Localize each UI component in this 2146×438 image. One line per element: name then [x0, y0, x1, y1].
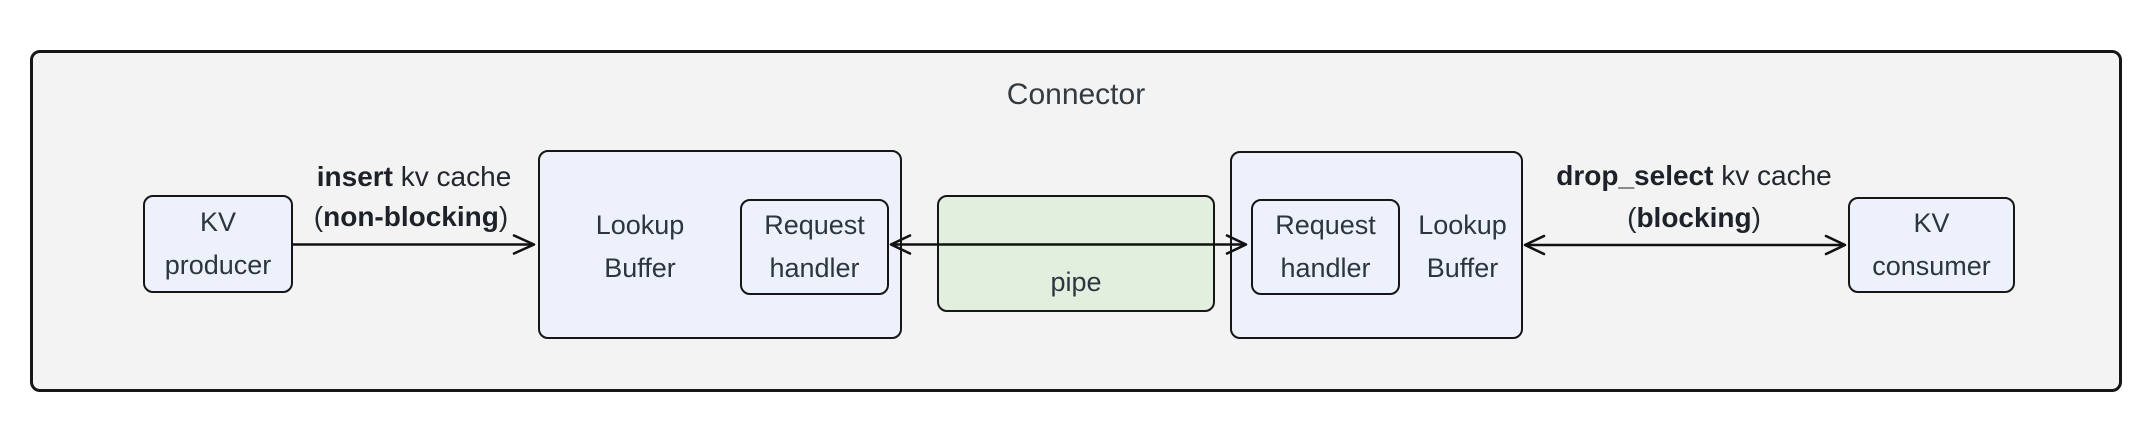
request-handler-left-line2: handler	[769, 253, 860, 283]
lookup-buffer-left-node: Lookup Buffer Request handler	[538, 150, 902, 339]
lookup-left-line1: Lookup	[595, 210, 685, 240]
insert-object: kv cache	[392, 161, 512, 192]
insert-edge-label-line1: insert kv cache	[317, 160, 512, 194]
drop-select-paren-open: (	[1627, 202, 1637, 233]
pipe-node: pipe	[937, 195, 1215, 312]
lookup-buffer-right-label: Lookup Buffer	[1400, 199, 1525, 295]
drop-select-edge-label-line1: drop_select kv cache	[1556, 159, 1831, 193]
drop-select-edge-label-line2: (blocking)	[1627, 201, 1761, 235]
insert-paren-open: (	[313, 201, 324, 232]
kv-producer-node: KV producer	[143, 195, 293, 293]
request-handler-right-node: Request handler	[1251, 199, 1400, 295]
lookup-buffer-left-label: Lookup Buffer	[540, 199, 740, 295]
connector-title: Connector	[1006, 78, 1146, 111]
kv-consumer-line1: KV	[1913, 208, 1950, 238]
kv-consumer-node: KV consumer	[1848, 197, 2015, 293]
request-handler-right-line2: handler	[1280, 253, 1371, 283]
pipe-label: pipe	[1050, 267, 1102, 297]
insert-paren-close: )	[498, 201, 509, 232]
request-handler-left-node: Request handler	[740, 199, 889, 295]
drop-select-mode: blocking	[1636, 202, 1752, 233]
lookup-left-line2: Buffer	[604, 253, 676, 283]
kv-producer-line1: KV	[199, 207, 237, 237]
kv-consumer-line2: consumer	[1872, 251, 1991, 281]
request-handler-right-line1: Request	[1275, 210, 1376, 240]
lookup-buffer-right-node: Request handler Lookup Buffer	[1230, 151, 1523, 339]
lookup-right-line1: Lookup	[1418, 210, 1507, 240]
drop-select-verb: drop_select	[1556, 160, 1714, 191]
insert-verb: insert	[316, 161, 393, 192]
kv-producer-line2: producer	[164, 250, 272, 280]
request-handler-left-line1: Request	[764, 210, 865, 240]
insert-edge-label-line2: (non-blocking)	[314, 200, 508, 234]
drop-select-object: kv cache	[1713, 160, 1832, 191]
lookup-right-line2: Buffer	[1426, 253, 1499, 283]
drop-select-paren-close: )	[1751, 202, 1761, 233]
insert-mode: non-blocking	[323, 201, 499, 232]
